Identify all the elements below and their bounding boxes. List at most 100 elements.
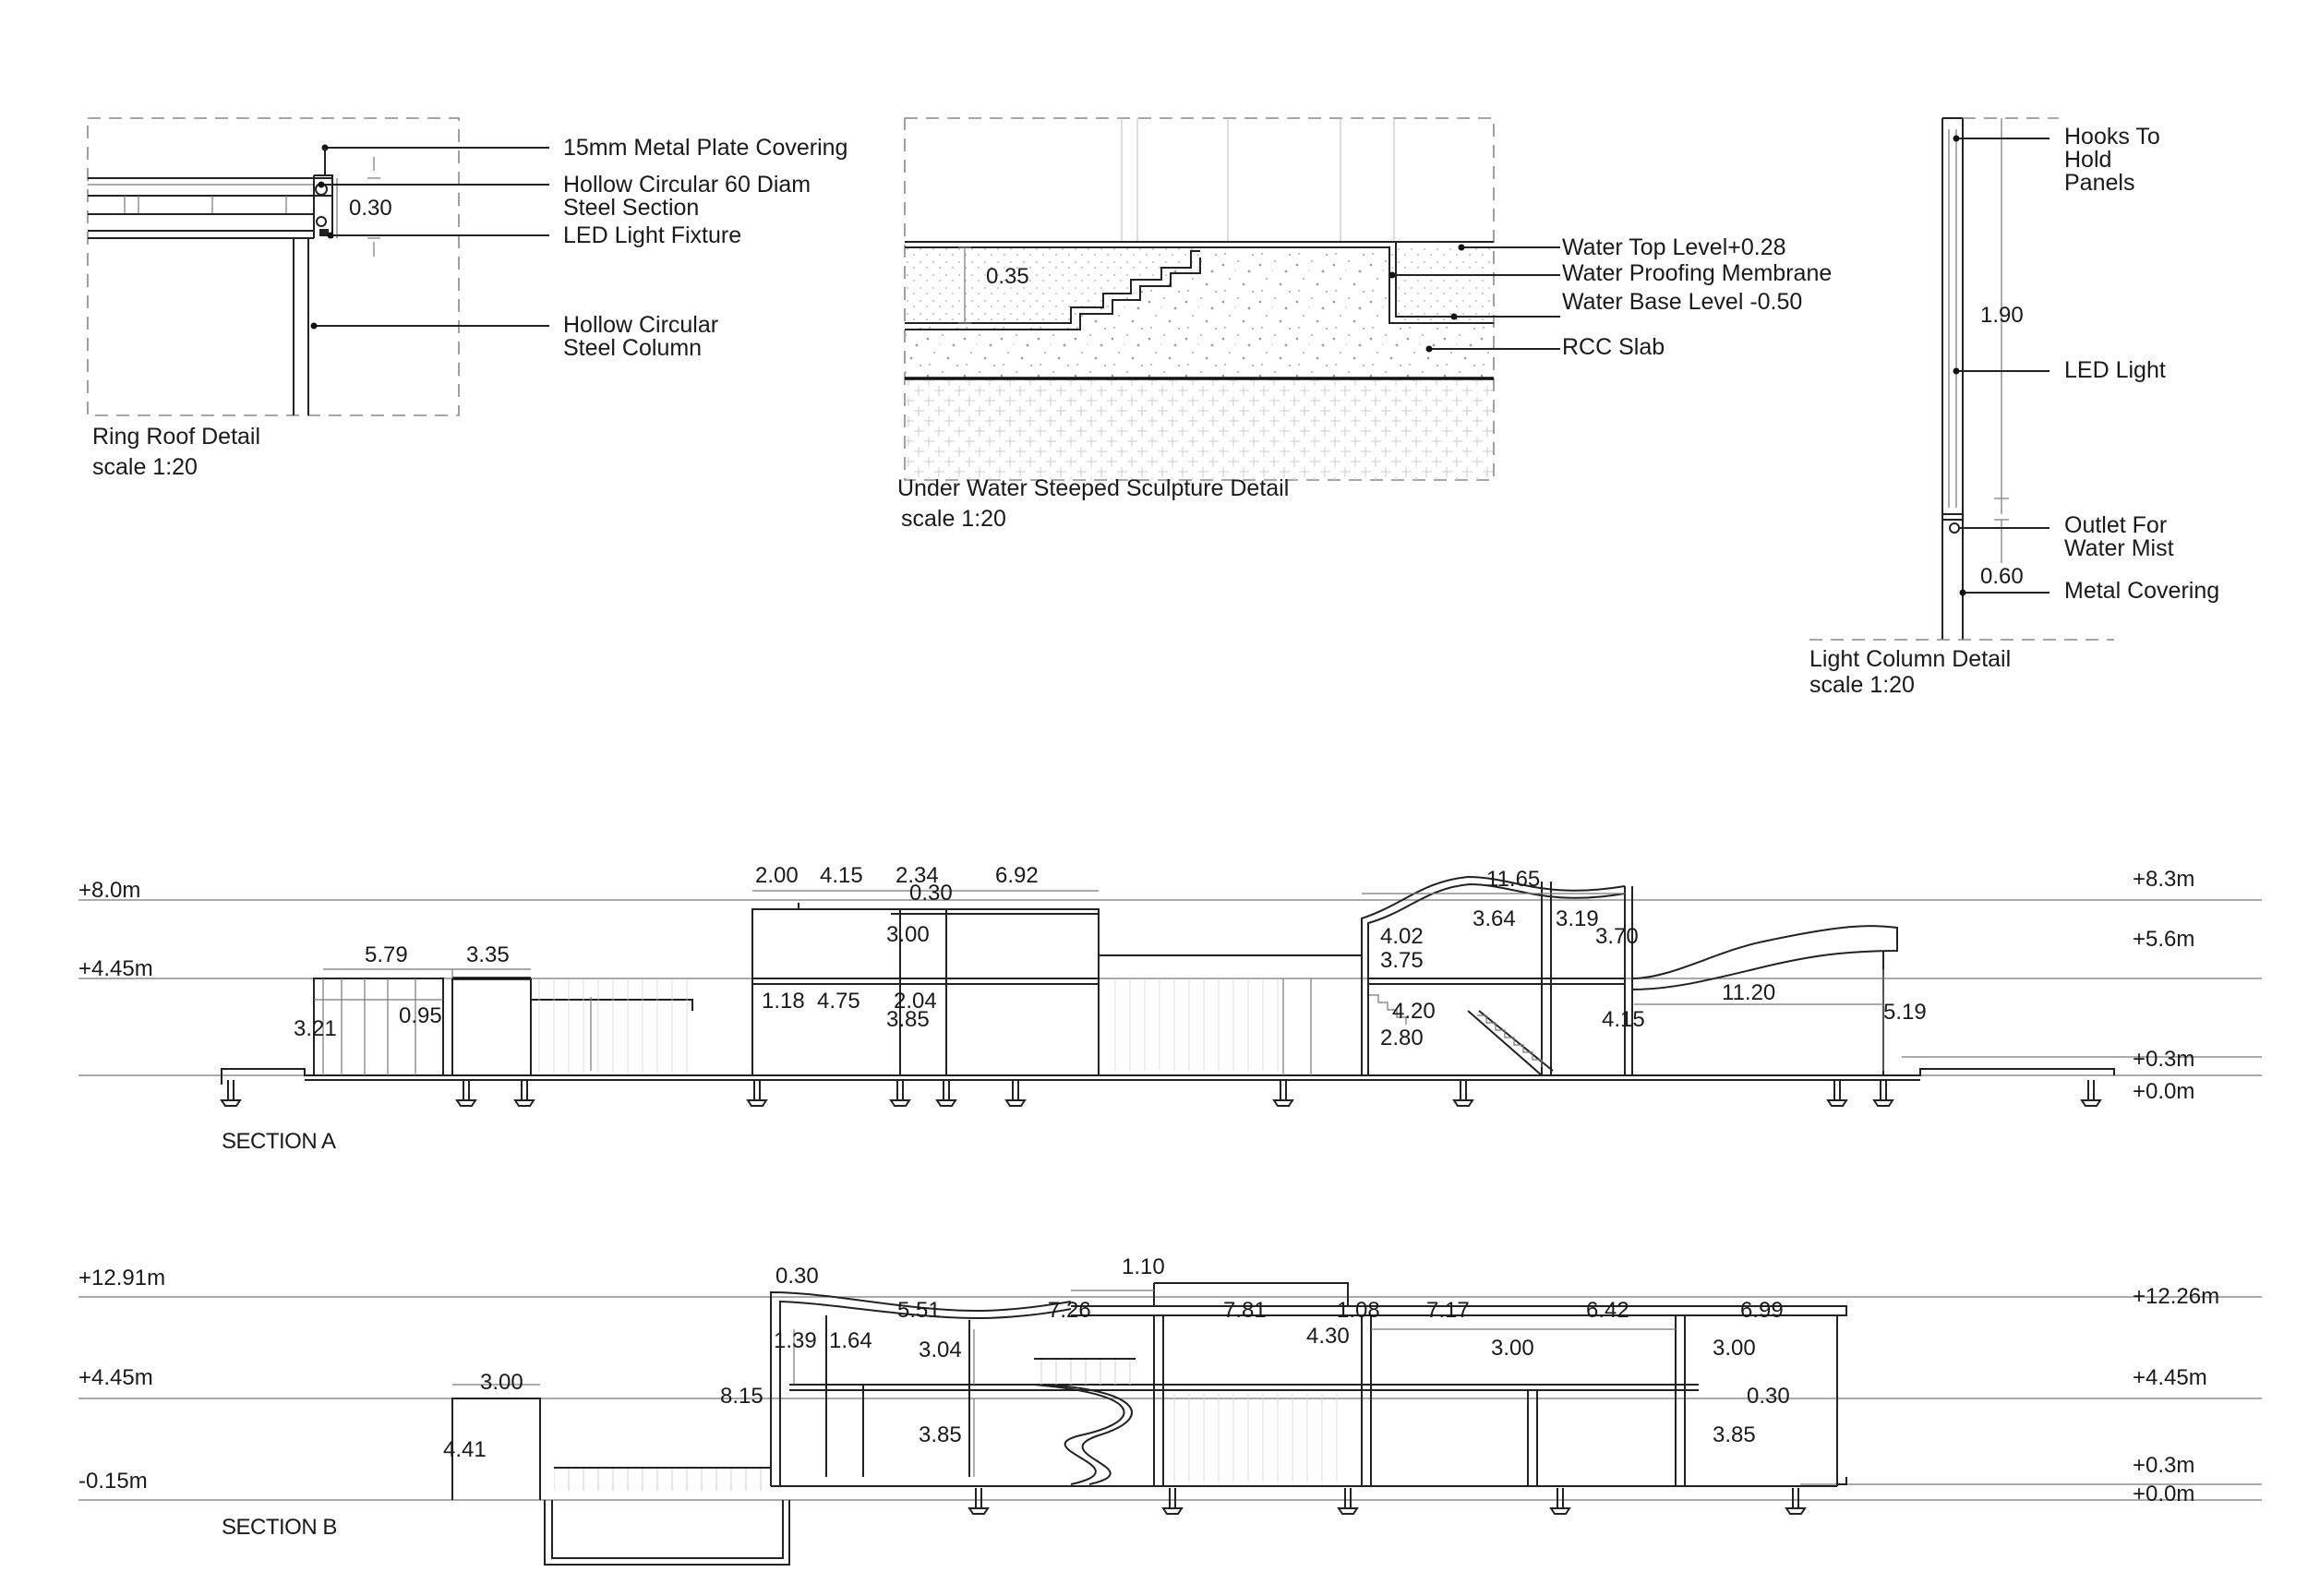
b-level-left-2: +4.45m xyxy=(78,1365,153,1390)
section-a-dim: 4.15 xyxy=(820,863,863,888)
section-a-dim: 0.30 xyxy=(909,881,953,906)
section-a-dim: 4.02 xyxy=(1380,924,1424,949)
footing xyxy=(1785,1488,1807,1515)
section-a-dim: 2.80 xyxy=(1380,1026,1424,1050)
section-a-dim: 3.70 xyxy=(1595,924,1639,949)
section-a-dim: 6.92 xyxy=(995,863,1039,888)
footing xyxy=(455,1080,477,1107)
section-a-dim: 5.79 xyxy=(365,942,408,967)
section-a-dim: 11.20 xyxy=(1722,980,1775,1005)
footing xyxy=(1004,1080,1027,1107)
label-metal-plate: 15mm Metal Plate Covering xyxy=(563,135,847,161)
section-b-title: SECTION B xyxy=(222,1515,337,1540)
footing xyxy=(1872,1080,1894,1107)
section-a-dim: 2.00 xyxy=(755,863,799,888)
footing xyxy=(889,1080,911,1107)
a-level-right-3: +0.3m xyxy=(2133,1047,2194,1072)
footing xyxy=(935,1080,957,1107)
footing xyxy=(2080,1080,2102,1107)
b-level-right-4: +0.0m xyxy=(2133,1482,2194,1506)
section-b-dim: 3.00 xyxy=(1713,1336,1756,1361)
section-b-dim: 1.39 xyxy=(774,1328,817,1353)
section-b-dim: 8.15 xyxy=(720,1384,763,1409)
a-level-right-4: +0.0m xyxy=(2133,1079,2194,1104)
section-a-dim: 3.64 xyxy=(1473,906,1516,931)
section-a-dim: 11.65 xyxy=(1486,867,1540,892)
section-a-dim: 3.85 xyxy=(886,1007,930,1032)
section-b-dim: 3.00 xyxy=(480,1370,523,1395)
sculpture-detail: 0.35 Water Top Level+0.28 Water Proofing… xyxy=(897,117,1832,532)
section-a-dim: 1.18 xyxy=(762,989,805,1014)
label-hollow-steel-2: Steel Section xyxy=(563,195,699,221)
footing xyxy=(1337,1488,1359,1515)
label-water-top: Water Top Level+0.28 xyxy=(1562,234,1786,260)
sculpture-dim: 0.35 xyxy=(986,264,1029,289)
section-a-dim: 3.19 xyxy=(1556,906,1599,931)
label-column-2: Steel Column xyxy=(563,335,702,361)
a-level-right-1: +8.3m xyxy=(2133,867,2194,892)
label-led-light: LED Light xyxy=(2064,357,2166,383)
footing xyxy=(513,1080,535,1107)
light-col-dim-2: 0.60 xyxy=(1980,564,2024,589)
section-b-dim: 5.51 xyxy=(897,1298,941,1323)
sculpture-scale: scale 1:20 xyxy=(901,506,1006,532)
section-a-dim: 4.75 xyxy=(817,989,860,1014)
ring-roof-dim: 0.30 xyxy=(349,196,392,221)
label-hooks-3: Panels xyxy=(2064,170,2134,196)
section-b-dim: 1.64 xyxy=(829,1328,872,1353)
label-outlet-1: Outlet For xyxy=(2064,512,2167,538)
section-b-dim: 1.08 xyxy=(1337,1298,1380,1323)
section-b-dim: 3.00 xyxy=(1491,1336,1534,1361)
label-hollow-steel-1: Hollow Circular 60 Diam xyxy=(563,172,811,198)
ring-roof-detail: 0.30 15mm Metal Plate Covering Hollow Ci… xyxy=(87,117,847,480)
section-a-dim: 5.19 xyxy=(1883,1000,1927,1025)
label-hooks-1: Hooks To xyxy=(2064,124,2160,150)
sculpture-title: Under Water Steeped Sculpture Detail xyxy=(897,475,1289,501)
light-col-dim-1: 1.90 xyxy=(1980,303,2024,328)
b-level-right-1: +12.26m xyxy=(2133,1284,2219,1309)
section-a-dim: 3.21 xyxy=(294,1016,337,1041)
a-level-left-2: +4.45m xyxy=(78,956,153,981)
label-membrane: Water Proofing Membrane xyxy=(1562,260,1832,286)
section-b-dim: 0.30 xyxy=(1747,1384,1790,1409)
light-col-scale: scale 1:20 xyxy=(1809,672,1915,698)
b-level-right-2: +4.45m xyxy=(2133,1365,2207,1390)
section-a-dim: 3.35 xyxy=(466,942,510,967)
section-b-dim: 3.04 xyxy=(919,1338,962,1362)
label-outlet-2: Water Mist xyxy=(2064,535,2174,561)
a-level-right-2: +5.6m xyxy=(2133,927,2194,952)
section-b-dim: 1.10 xyxy=(1122,1254,1165,1279)
section-b-dim: 6.42 xyxy=(1586,1298,1629,1323)
section-a-dim: 3.00 xyxy=(886,922,930,947)
footing xyxy=(220,1080,242,1107)
section-a-dim: 0.95 xyxy=(399,1003,442,1028)
section-b-dim: 4.30 xyxy=(1306,1324,1350,1349)
label-led-fixture: LED Light Fixture xyxy=(563,222,741,248)
label-rcc-slab: RCC Slab xyxy=(1562,334,1665,360)
footing xyxy=(746,1080,768,1107)
section-a-dim: 2.04 xyxy=(894,989,937,1014)
section-a-dim: 4.15 xyxy=(1602,1007,1645,1032)
section-b-dim: 7.26 xyxy=(1048,1298,1091,1323)
label-metal-covering: Metal Covering xyxy=(2064,578,2219,604)
section-b-dim: 3.85 xyxy=(1713,1422,1756,1447)
section-a-dim: 4.20 xyxy=(1392,999,1436,1024)
section-b-dim: 7.81 xyxy=(1223,1298,1267,1323)
section-b-dim: 4.41 xyxy=(443,1437,487,1462)
section-a-dim: 3.75 xyxy=(1380,948,1424,973)
footing xyxy=(1272,1080,1294,1107)
footing xyxy=(1161,1488,1184,1515)
footing xyxy=(1549,1488,1571,1515)
section-b-dim: 7.17 xyxy=(1426,1298,1470,1323)
footing xyxy=(1452,1080,1474,1107)
section-b-dim: 0.30 xyxy=(775,1264,819,1289)
light-column-detail: 1.90 0.60 Hooks To Hold Panels LED Light… xyxy=(1809,117,2219,698)
b-level-left-3: -0.15m xyxy=(78,1469,148,1494)
section-b-dim: 3.85 xyxy=(919,1422,962,1447)
ring-roof-scale: scale 1:20 xyxy=(92,454,198,480)
light-col-title: Light Column Detail xyxy=(1809,646,2011,672)
b-level-right-3: +0.3m xyxy=(2133,1453,2194,1478)
section-a-title: SECTION A xyxy=(222,1129,336,1154)
